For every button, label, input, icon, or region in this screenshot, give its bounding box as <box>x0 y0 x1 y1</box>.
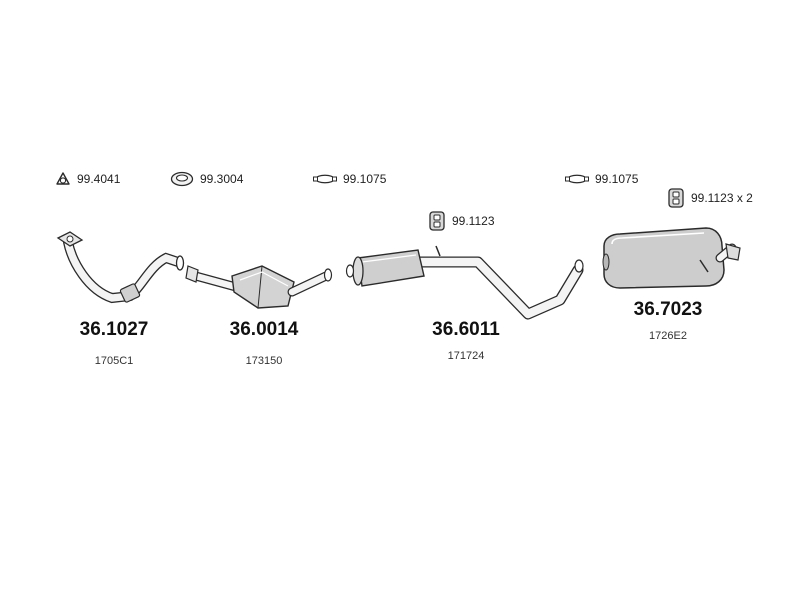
part-number-rear-silencer[interactable]: 36.7023 <box>633 299 703 320</box>
part-number-middle-silencer[interactable]: 36.6011 <box>432 319 500 340</box>
accessory-code: 99.1075 <box>595 172 639 186</box>
rubber-mount-icon <box>429 211 445 231</box>
accessory-code: 99.1075 <box>343 172 387 186</box>
part-number-catalytic-converter[interactable]: 36.0014 <box>229 319 299 340</box>
oe-number-front-pipe: 1705C1 <box>94 355 134 367</box>
accessory-code: 99.1123 <box>452 214 495 228</box>
accessory-99-1075-front[interactable]: 99.1075 <box>313 172 386 186</box>
rubber-mount-icon <box>668 188 684 208</box>
oe-number-catalytic-converter: 173150 <box>245 355 283 367</box>
accessory-99-1123-mid[interactable]: 99.1123 <box>428 210 495 232</box>
ring-gasket-icon <box>56 172 70 185</box>
oe-number-middle-silencer: 171724 <box>447 350 485 362</box>
accessory-99-1075-rear[interactable]: 99.1075 <box>565 172 638 186</box>
accessory-code: 99.1123 x 2 <box>691 191 753 205</box>
middle-silencer-icon[interactable] <box>345 245 584 320</box>
accessory-99-4041[interactable]: 99.4041 <box>55 171 120 187</box>
accessory-99-3004[interactable]: 99.3004 <box>170 170 243 188</box>
rear-silencer-icon[interactable] <box>602 227 741 289</box>
front-pipe-icon[interactable] <box>56 231 185 304</box>
accessory-code: 99.3004 <box>200 172 244 186</box>
catalytic-converter-icon[interactable] <box>185 265 333 309</box>
flange-gasket-icon <box>170 171 194 187</box>
clamp-icon <box>565 174 589 184</box>
oe-number-rear-silencer: 1726E2 <box>649 330 687 342</box>
accessory-99-1123-rear[interactable]: 99.1123 x 2 <box>667 187 753 209</box>
clamp-icon <box>313 174 337 184</box>
part-number-front-pipe[interactable]: 36.1027 <box>79 319 149 340</box>
accessory-code: 99.4041 <box>77 172 121 186</box>
